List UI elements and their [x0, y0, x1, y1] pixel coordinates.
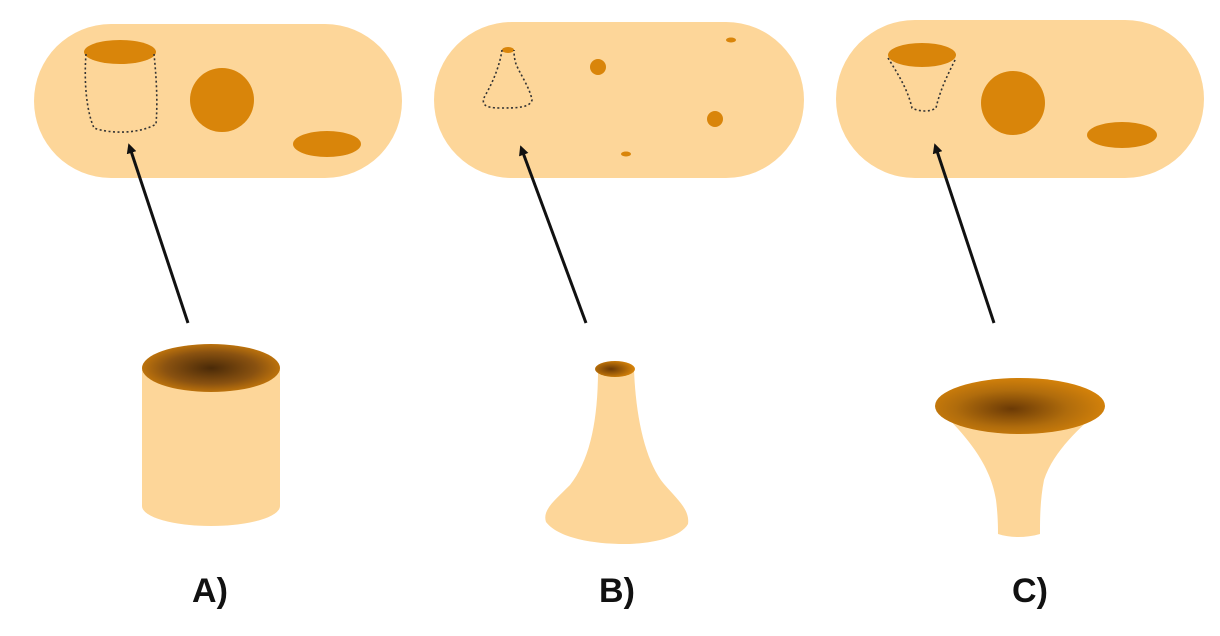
- pore-opening-b: [502, 47, 514, 53]
- pore-opening-c: [888, 43, 956, 67]
- funnel-top-opening: [935, 378, 1105, 434]
- cylinder-pore-model: [142, 344, 280, 526]
- pore-dot-4-b: [621, 151, 631, 157]
- cylinder-top-opening: [142, 344, 280, 392]
- particle-b: [434, 22, 804, 178]
- panel-label-a: A): [192, 572, 228, 610]
- funnel-pore-model: [935, 378, 1105, 537]
- dotted-pore-outline-c: [887, 57, 957, 112]
- panel-label-c: C): [1012, 572, 1048, 610]
- arrow-c: [932, 143, 996, 324]
- ink-bottle-top-opening: [595, 361, 635, 377]
- panel-a: [34, 24, 402, 526]
- pore-oval-c: [1087, 122, 1157, 148]
- pore-dot-2-b: [707, 111, 723, 127]
- pore-round-c: [981, 71, 1045, 135]
- pore-dot-3-b: [726, 37, 736, 43]
- ink-bottle-pore-model: [545, 361, 689, 544]
- pore-round-a: [190, 68, 254, 132]
- pore-opening-a: [84, 40, 156, 64]
- arrow-a: [126, 143, 190, 324]
- arrow-b: [519, 145, 588, 324]
- dotted-pore-outline-b: [482, 49, 533, 109]
- pore-dot-1-b: [590, 59, 606, 75]
- panel-c: [836, 20, 1204, 537]
- pore-oval-a: [293, 131, 361, 157]
- panel-b: [434, 22, 804, 544]
- panel-label-b: B): [599, 572, 635, 610]
